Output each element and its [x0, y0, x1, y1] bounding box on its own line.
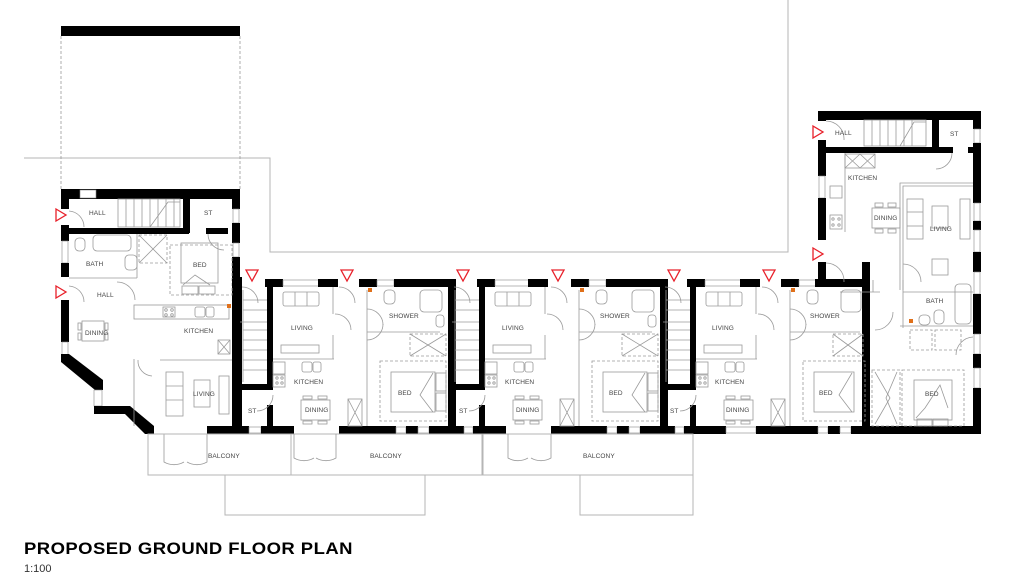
entry-arrow-icon: [339, 269, 355, 283]
room-label: LIVING: [193, 391, 215, 398]
room-label: KITCHEN: [294, 379, 323, 386]
room-labels: HALL ST BATH HALL BED KITCHEN DINING LIV…: [85, 130, 959, 460]
room-label: HALL: [835, 130, 852, 137]
room-label: ST: [204, 210, 213, 217]
room-label: HALL: [97, 292, 114, 299]
room-label: LIVING: [712, 325, 734, 332]
entry-markers: [55, 124, 825, 300]
room-label: SHOWER: [600, 313, 630, 320]
room-label: BED: [398, 390, 412, 397]
east-unit-fixtures: [825, 119, 974, 427]
balcony-label: BALCONY: [370, 453, 402, 460]
unit-c-fixtures: [663, 286, 866, 427]
room-label: SHOWER: [810, 313, 840, 320]
balcony-label: BALCONY: [208, 453, 240, 460]
room-label: LIVING: [930, 226, 952, 233]
drawing-scale: 1:100: [24, 563, 52, 575]
room-label: KITCHEN: [848, 175, 877, 182]
room-label: DINING: [726, 407, 749, 414]
room-label: DINING: [874, 215, 897, 222]
room-label: BED: [609, 390, 623, 397]
terrace-walls: [232, 262, 981, 434]
room-label: BATH: [926, 298, 943, 305]
entry-arrow-icon: [812, 124, 825, 140]
entry-arrow-icon: [666, 269, 682, 283]
entry-arrow-icon: [244, 269, 260, 283]
room-label: KITCHEN: [715, 379, 744, 386]
site-boundary-lines: [24, 0, 789, 253]
room-label: DINING: [85, 330, 108, 337]
upper-outline-west: [60, 26, 241, 190]
room-label: KITCHEN: [505, 379, 534, 386]
entry-arrow-icon: [761, 269, 777, 283]
room-label: ST: [950, 131, 959, 138]
room-label: ST: [459, 408, 468, 415]
west-unit-walls: [61, 189, 242, 434]
room-label: BED: [925, 391, 939, 398]
room-label: HALL: [89, 210, 106, 217]
room-label: SHOWER: [389, 313, 419, 320]
room-label: BED: [193, 262, 207, 269]
room-label: LIVING: [502, 325, 524, 332]
room-label: ST: [248, 408, 257, 415]
west-unit-fixtures: [68, 198, 233, 466]
entry-arrow-icon: [455, 269, 471, 283]
room-label: LIVING: [291, 325, 313, 332]
entry-arrow-icon: [55, 207, 68, 223]
entry-arrow-icon: [812, 246, 825, 262]
unit-a-fixtures: [240, 286, 447, 427]
drawing-title: PROPOSED GROUND FLOOR PLAN: [24, 540, 353, 558]
entry-arrow-icon: [550, 269, 566, 283]
room-label: BATH: [86, 261, 103, 268]
balcony-label: BALCONY: [583, 453, 615, 460]
room-label: DINING: [516, 407, 539, 414]
east-unit-walls: [818, 111, 981, 434]
room-label: ST: [670, 408, 679, 415]
balconies: [147, 433, 694, 516]
room-label: BED: [819, 390, 833, 397]
room-label: DINING: [305, 407, 328, 414]
unit-b-fixtures: [452, 286, 659, 427]
entry-arrow-icon: [55, 284, 68, 300]
room-label: KITCHEN: [184, 328, 213, 335]
